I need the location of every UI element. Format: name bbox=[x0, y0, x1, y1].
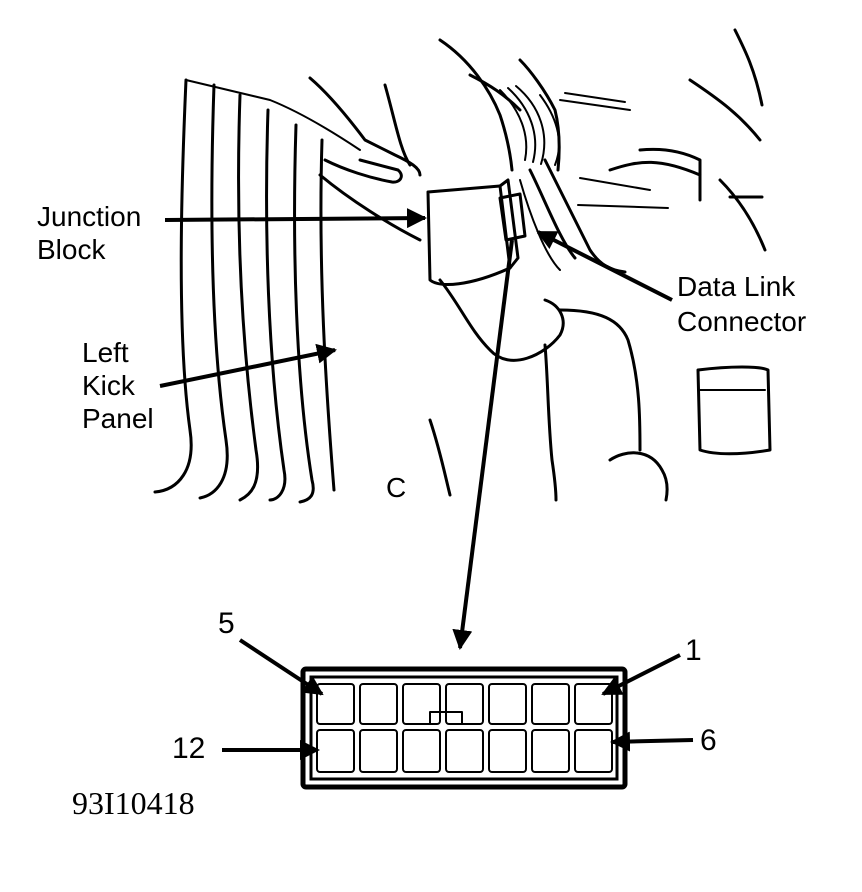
left-kick-panel-label-line2: Kick bbox=[82, 370, 136, 401]
figure-id: 93I10418 bbox=[72, 785, 195, 821]
data-link-connector-label-line1: Data Link bbox=[677, 271, 796, 302]
stray-mark: C bbox=[386, 472, 406, 503]
pin-6-arrow bbox=[610, 731, 694, 752]
pin-1-arrow bbox=[601, 653, 681, 696]
pin-label-12: 12 bbox=[172, 732, 205, 765]
connector-top-row bbox=[316, 683, 613, 725]
pin-label-1: 1 bbox=[685, 634, 702, 667]
connector-key-notch bbox=[429, 711, 463, 725]
junction-block-arrow bbox=[164, 208, 427, 229]
detail-view-arrow bbox=[452, 239, 514, 650]
junction-block-label-line1: Junction bbox=[37, 201, 141, 232]
left-kick-panel-label-line3: Panel bbox=[82, 403, 154, 434]
connector-face-detail bbox=[300, 666, 628, 790]
left-kick-panel-arrow bbox=[159, 343, 337, 388]
vehicle-interior-illustration bbox=[153, 28, 772, 504]
data-link-connector-label-line2: Connector bbox=[677, 306, 806, 337]
data-link-connector-arrow bbox=[536, 230, 673, 302]
pin-label-6: 6 bbox=[700, 724, 717, 757]
connector-bottom-row bbox=[316, 729, 613, 773]
junction-block-label-line2: Block bbox=[37, 234, 106, 265]
pin-5-arrow bbox=[238, 638, 324, 696]
pin-label-5: 5 bbox=[218, 607, 235, 640]
left-kick-panel-label-line1: Left bbox=[82, 337, 129, 368]
